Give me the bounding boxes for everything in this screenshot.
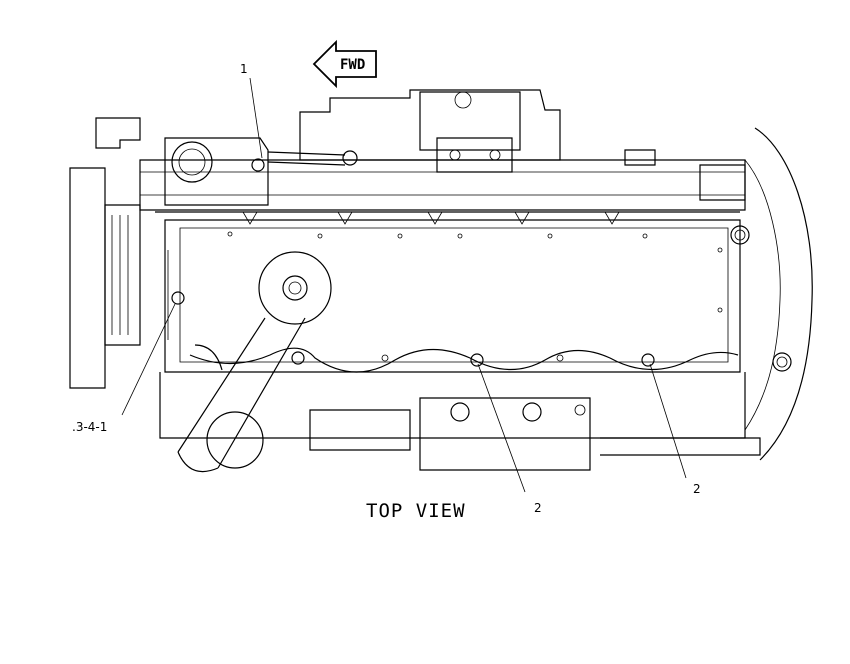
leader-line-2b xyxy=(649,363,687,479)
view-title: TOP VIEW xyxy=(366,500,466,522)
leader-line-3-4-1 xyxy=(121,303,176,416)
fwd-label: FWD xyxy=(340,57,365,73)
engine-drawing xyxy=(69,89,813,473)
callout-1: 1 xyxy=(240,62,248,76)
callout-3-4-1: .3-4-1 xyxy=(72,420,107,434)
callout-2-left: 2 xyxy=(534,501,542,515)
leader-line-2a xyxy=(477,363,526,493)
callout-2-right: 2 xyxy=(693,482,701,496)
leader-lines xyxy=(121,77,687,493)
fwd-arrow: FWD xyxy=(312,39,377,89)
leader-line-1 xyxy=(249,77,263,159)
